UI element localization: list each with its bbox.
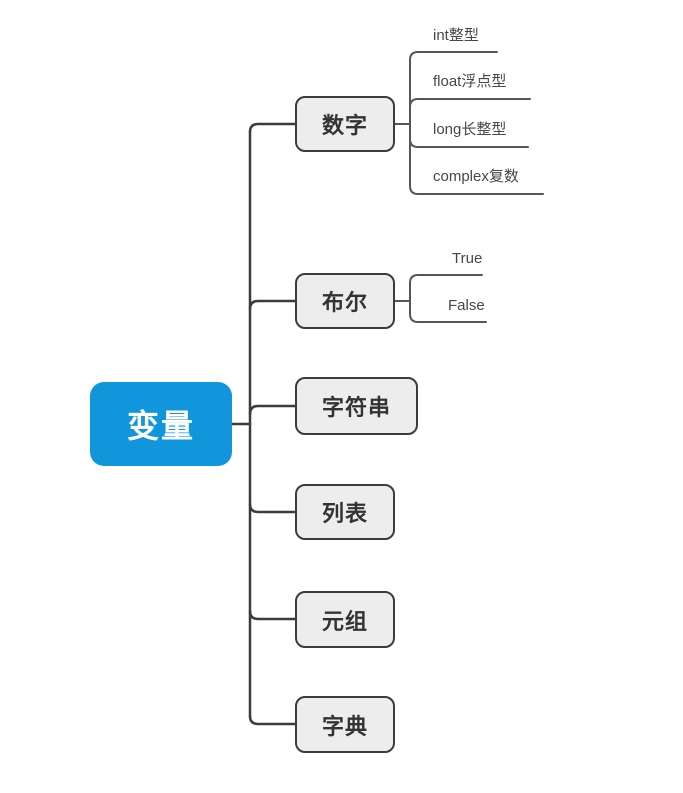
branch-line-dict (248, 714, 297, 726)
topic-dict[interactable]: 字典 (295, 696, 395, 753)
topic-boolean[interactable]: 布尔 (295, 273, 395, 329)
subtopic-complex[interactable]: complex复数 (433, 168, 519, 185)
root-topic-variable[interactable]: 变量 (90, 382, 232, 466)
topic-tuple[interactable]: 元组 (295, 591, 395, 648)
branch-line-string (248, 404, 297, 416)
branch-line-list (248, 502, 297, 514)
topic-string[interactable]: 字符串 (295, 377, 418, 435)
subtopic-line-false (409, 300, 487, 323)
subtopic-false[interactable]: False (448, 297, 485, 314)
subtopic-int[interactable]: int整型 (433, 27, 479, 44)
topic-list[interactable]: 列表 (295, 484, 395, 540)
branch-line-number (248, 122, 297, 134)
branch-line-tuple (248, 609, 297, 621)
branch-line-boolean (248, 299, 297, 311)
subtopic-true[interactable]: True (452, 250, 483, 267)
subtopic-long[interactable]: long长整型 (433, 121, 507, 138)
subtopic-float[interactable]: float浮点型 (433, 73, 507, 90)
subtopic-line-float (409, 98, 531, 125)
subtopic-line-int (409, 51, 498, 125)
subtopic-line-true (409, 274, 483, 302)
topic-number[interactable]: 数字 (295, 96, 395, 152)
subtopic-line-complex (409, 123, 544, 195)
